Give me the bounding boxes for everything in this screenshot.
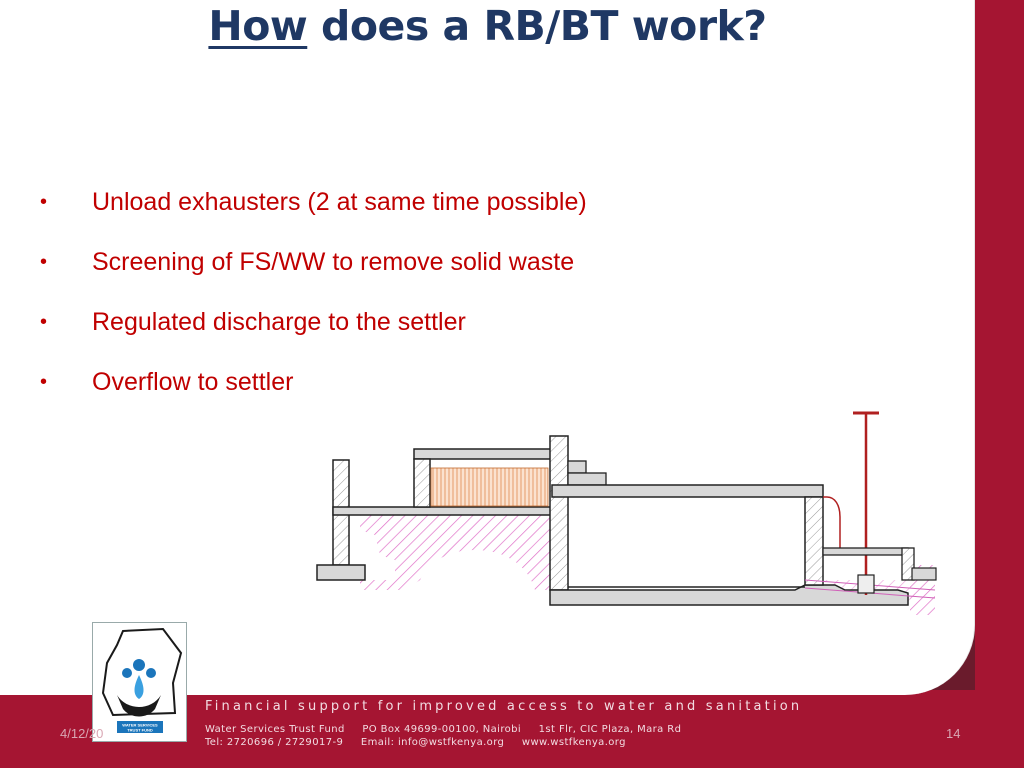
discharge-top	[822, 547, 909, 556]
slide-date: 4/12/20	[60, 726, 104, 741]
left-footing	[316, 564, 366, 581]
wstf-logo: WATER SERVICES TRUST FUND	[92, 622, 187, 742]
footer-website: www.wstfkenya.org	[521, 737, 626, 748]
bullet-dot: •	[40, 371, 48, 393]
svg-text:WATER SERVICES: WATER SERVICES	[122, 723, 158, 728]
discharge-post	[901, 547, 915, 581]
overflow-pipe	[823, 496, 841, 550]
settler-roof	[551, 484, 824, 498]
footer-phone: Tel: 2720696 / 2729017-9	[205, 737, 344, 748]
footer-address-line: Water Services Trust Fund PO Box 49699-0…	[205, 724, 695, 735]
slide-title: How does a RB/BT work?	[0, 2, 975, 50]
bullet-dot: •	[40, 191, 48, 213]
bullet-item: • Unload exhausters (2 at same time possi…	[40, 182, 587, 242]
ground-under-tanks	[305, 517, 555, 590]
title-rest: does a RB/BT work?	[307, 2, 767, 50]
valve-body	[857, 574, 875, 594]
footer-address: 1st Flr, CIC Plaza, Mara Rd	[538, 724, 682, 735]
step-block-2	[567, 472, 607, 486]
pipe-collar	[911, 567, 937, 581]
slide-number: 14	[946, 726, 961, 741]
svg-text:TRUST FUND: TRUST FUND	[127, 728, 153, 733]
footer-org: Water Services Trust Fund	[205, 724, 345, 735]
footer-email: Email: info@wstfkenya.org	[360, 737, 505, 748]
divider-wall	[549, 435, 569, 591]
screen-post	[413, 458, 431, 508]
bullet-text: Overflow to settler	[92, 368, 294, 396]
footer-tagline: Financial support for improved access to…	[205, 699, 803, 714]
step-block-1	[567, 460, 587, 474]
bullet-item: • Overflow to settler	[40, 362, 587, 422]
settler-right-wall	[804, 496, 824, 586]
screen-frame	[413, 448, 553, 460]
bullet-text: Regulated discharge to the settler	[92, 308, 466, 336]
bullet-item: • Regulated discharge to the settler	[40, 302, 587, 362]
bullet-text: Unload exhausters (2 at same time possib…	[92, 188, 587, 216]
bullet-text: Screening of FS/WW to remove solid waste	[92, 248, 575, 276]
bullet-list: • Unload exhausters (2 at same time possi…	[40, 182, 587, 422]
receiving-slab	[332, 506, 566, 516]
title-underlined-word: How	[208, 2, 308, 50]
bullet-item: • Screening of FS/WW to remove solid wast…	[40, 242, 587, 302]
side-red-band	[975, 0, 1024, 768]
receiving-bay-diagram	[305, 411, 937, 615]
footer-contact-line: Tel: 2720696 / 2729017-9 Email: info@wst…	[205, 737, 640, 748]
bullet-dot: •	[40, 251, 48, 273]
footer-pobox: PO Box 49699-00100, Nairobi	[362, 724, 522, 735]
screen-bars	[430, 467, 549, 507]
bullet-dot: •	[40, 311, 48, 333]
